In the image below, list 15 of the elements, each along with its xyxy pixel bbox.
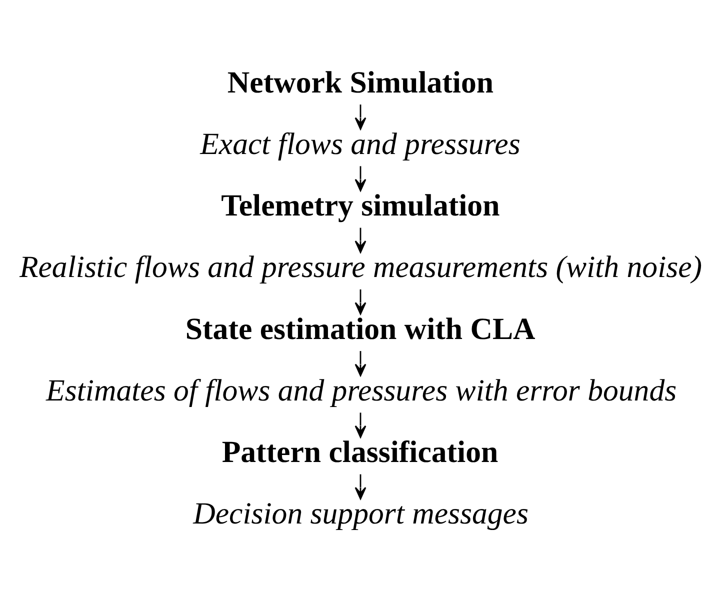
node-text: Decision support messages [193,496,528,531]
arrow [354,104,366,130]
node-text: Pattern classification [222,435,498,470]
arrow [354,228,366,253]
arrow [354,412,366,438]
node-text: Estimates of flows and pressures with error bounds [46,373,677,408]
node-text: Exact flows and pressures [200,126,520,161]
node-text: Telemetry simulation [221,188,500,223]
arrow [354,474,366,500]
arrow [354,351,366,376]
arrow [354,166,366,192]
node-text: Realistic flows and pressure measurements (with noise) [19,250,702,284]
arrow [354,289,366,315]
node-text: State estimation with CLA [185,312,536,346]
node-text: Network Simulation [227,65,494,100]
